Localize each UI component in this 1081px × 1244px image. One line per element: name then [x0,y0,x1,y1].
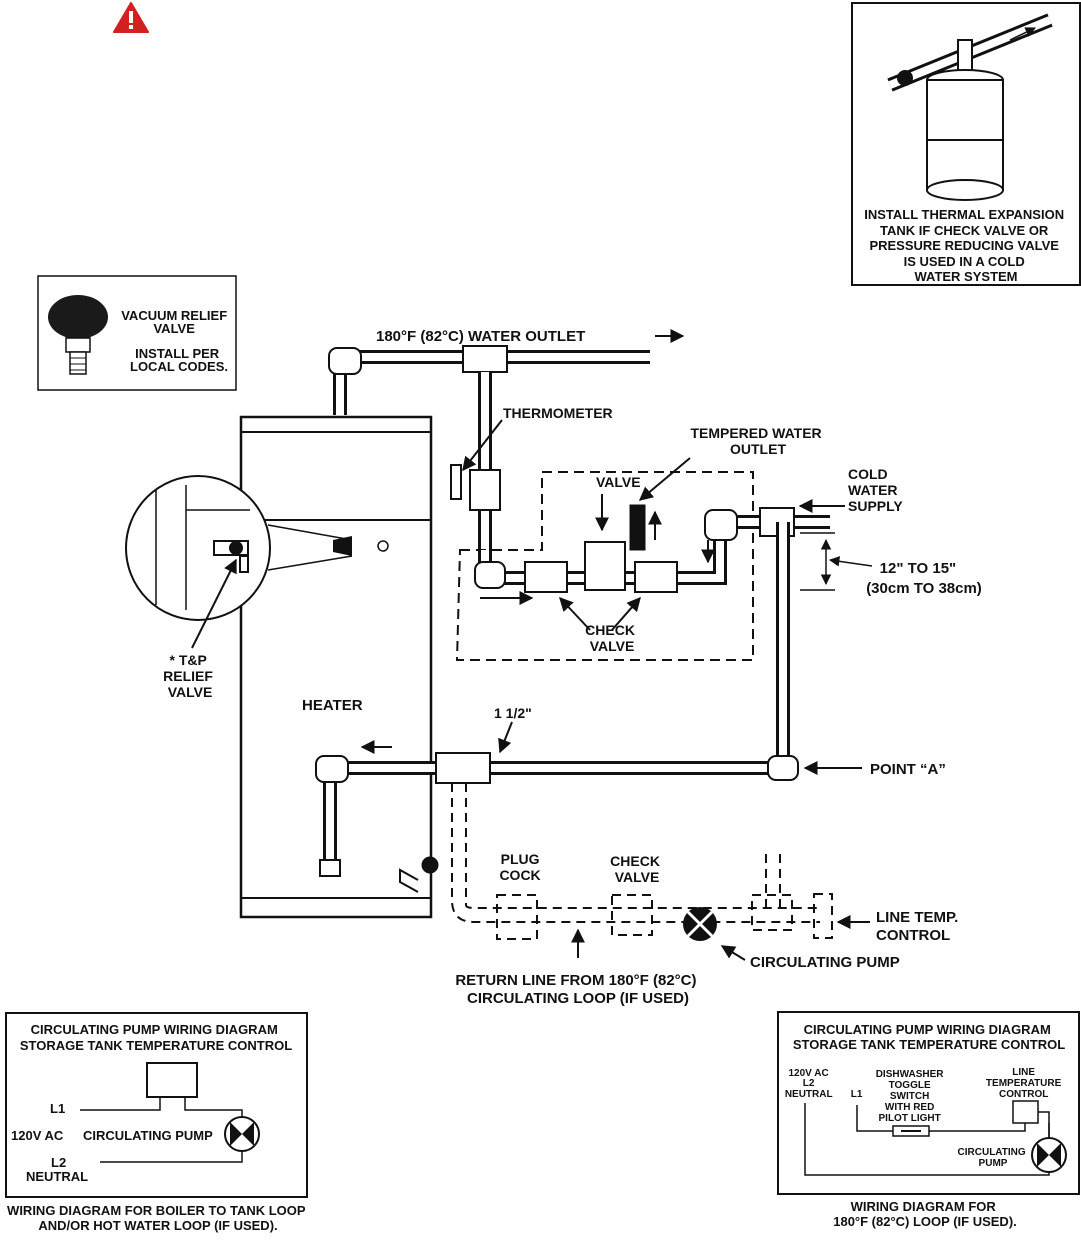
circulating-pump-label: CIRCULATING PUMP [750,954,900,971]
wiring-right-caption: WIRING DIAGRAM FOR [851,1199,997,1214]
thermometer-label: THERMOMETER [503,405,613,421]
svg-text:CIRCULATING PUMP WIRING DIAGRA: CIRCULATING PUMP WIRING DIAGRAM STORAGE … [20,1022,292,1053]
wiring-right-pump: CIRCULATING [958,1147,1026,1158]
svg-text:INSTALL THERMAL EXPANSION: INSTALL THERMAL EXPANSION TANK IF CHECK … [864,207,1067,284]
point-a-label: POINT “A” [870,761,946,778]
svg-text:COLD WATER SUPPLY: COLD WATER SUPPLY [848,466,903,514]
vacuum-relief-panel: VACUUM RELIEF VALVE INSTALL PER LOCAL CO… [37,275,237,391]
wiring-left-voltage: 120V AC [11,1128,64,1143]
vacuum-relief-valve-icon [48,295,108,375]
svg-text:WIRING DIAGRAM FOR BOILER TO T: WIRING DIAGRAM FOR BOILER TO TANK LOOP A… [7,1203,309,1233]
svg-text:RETURN LINE FROM 180°F (82°C): RETURN LINE FROM 180°F (82°C) CIRCULATIN… [455,972,700,1007]
plug-cock-label: PLUG [501,851,540,867]
pipe-size-label: 1 1/2" [494,705,532,721]
tp-relief-inset: * T&P RELIEF VALVE [125,475,353,700]
water-outlet-label: 180°F (82°C) WATER OUTLET [376,328,585,345]
wiring-left-caption: WIRING DIAGRAM FOR BOILER TO TANK LOOP [7,1203,306,1218]
wiring-left-panel: CIRCULATING PUMP WIRING DIAGRAM STORAGE … [5,1012,308,1198]
expansion-tank-icon [887,13,1053,201]
dimension-marker [800,532,873,591]
svg-text:TEMPERED WATER OUTLET: TEMPERED WATER OUTLET [690,425,825,457]
svg-text:WIRING DIAGRAM FOR 180°F (: WIRING DIAGRAM FOR 180°F (82°C) LOOP (IF… [833,1199,1017,1229]
warning-triangle-icon [113,2,149,33]
vacuum-relief-note: INSTALL PER [135,346,220,361]
line-temp-control-label: LINE TEMP. [876,909,958,926]
wiring-left-l2: L2 [51,1155,66,1170]
return-line-label: RETURN LINE FROM 180°F (82°C) [455,972,696,989]
check-valve-lower-label: CHECK [610,853,660,869]
wiring-right-title: CIRCULATING PUMP WIRING DIAGRAM [804,1022,1051,1037]
expansion-tank-panel: INSTALL THERMAL EXPANSION TANK IF CHECK … [851,2,1081,286]
tp-relief-label: * T&P [170,652,207,668]
wiring-right-supply: 120V AC [789,1068,829,1079]
wiring-left-pump-icon [224,1116,260,1152]
cold-loop-piping [315,522,862,893]
wiring-right-switch: DISHWASHER [876,1069,945,1080]
svg-text:VACUUM RELIEF VALVE: VACUUM RELIEF VALVE INSTALL PER LOCAL CO… [121,308,231,374]
valve-label: VALVE [596,474,641,490]
wiring-left-neutral: NEUTRAL [26,1169,88,1184]
cold-supply-label: COLD [848,466,888,482]
wiring-right-panel: CIRCULATING PUMP WIRING DIAGRAM STORAGE … [777,1011,1080,1195]
wiring-left-l1: L1 [50,1101,65,1116]
tempered-outlet-label: TEMPERED WATER [690,425,821,441]
circulating-pump-icon [683,907,717,941]
svg-text:12" TO 15" (30cm TO 38cm): 12" TO 15" (30cm TO 38cm) [866,560,982,597]
svg-text:LINE TEMP. CONTROL: LINE TEMP. CONTROL [876,909,962,944]
svg-text:PLUG COCK CHECK VA: PLUG COCK CHECK VALVE [499,851,663,885]
dimension-label: 12" TO 15" [880,560,957,577]
svg-text:L1 120V AC CIRCULA: L1 120V AC CIRCULATING PUMP L2 NEUTRAL [11,1101,216,1184]
check-valve-upper-label: CHECK [585,622,635,638]
svg-text:* T&P RELIEF VALVE: * T&P RELIEF VALVE [163,652,217,700]
hot-outlet-piping [328,329,685,550]
wiring-right-l1: L1 [851,1089,863,1100]
svg-text:CIRCULATING PUMP WIRING DIAGRA: CIRCULATING PUMP WIRING DIAGRAM STORAGE … [793,1022,1065,1052]
wiring-left-pump: CIRCULATING PUMP [83,1128,213,1143]
return-loop-piping [451,783,833,940]
expansion-tank-note: INSTALL THERMAL EXPANSION [864,207,1064,222]
heater-label: HEATER [302,697,363,714]
wiring-left-title: CIRCULATING PUMP WIRING DIAGRAM [31,1022,278,1037]
wiring-right-pump-icon [1031,1137,1067,1173]
tempering-valve-assembly [455,457,830,661]
svg-text:120V AC L2 NEUTRAL: 120V AC L2 NEUTRAL L1 DISHWASHER TOGGLE … [785,1067,1064,1169]
svg-text:CHECK VALVE: CHECK VALVE [585,622,639,654]
vacuum-relief-title: VACUUM RELIEF [121,308,227,323]
wiring-right-control: LINE [1012,1067,1035,1078]
